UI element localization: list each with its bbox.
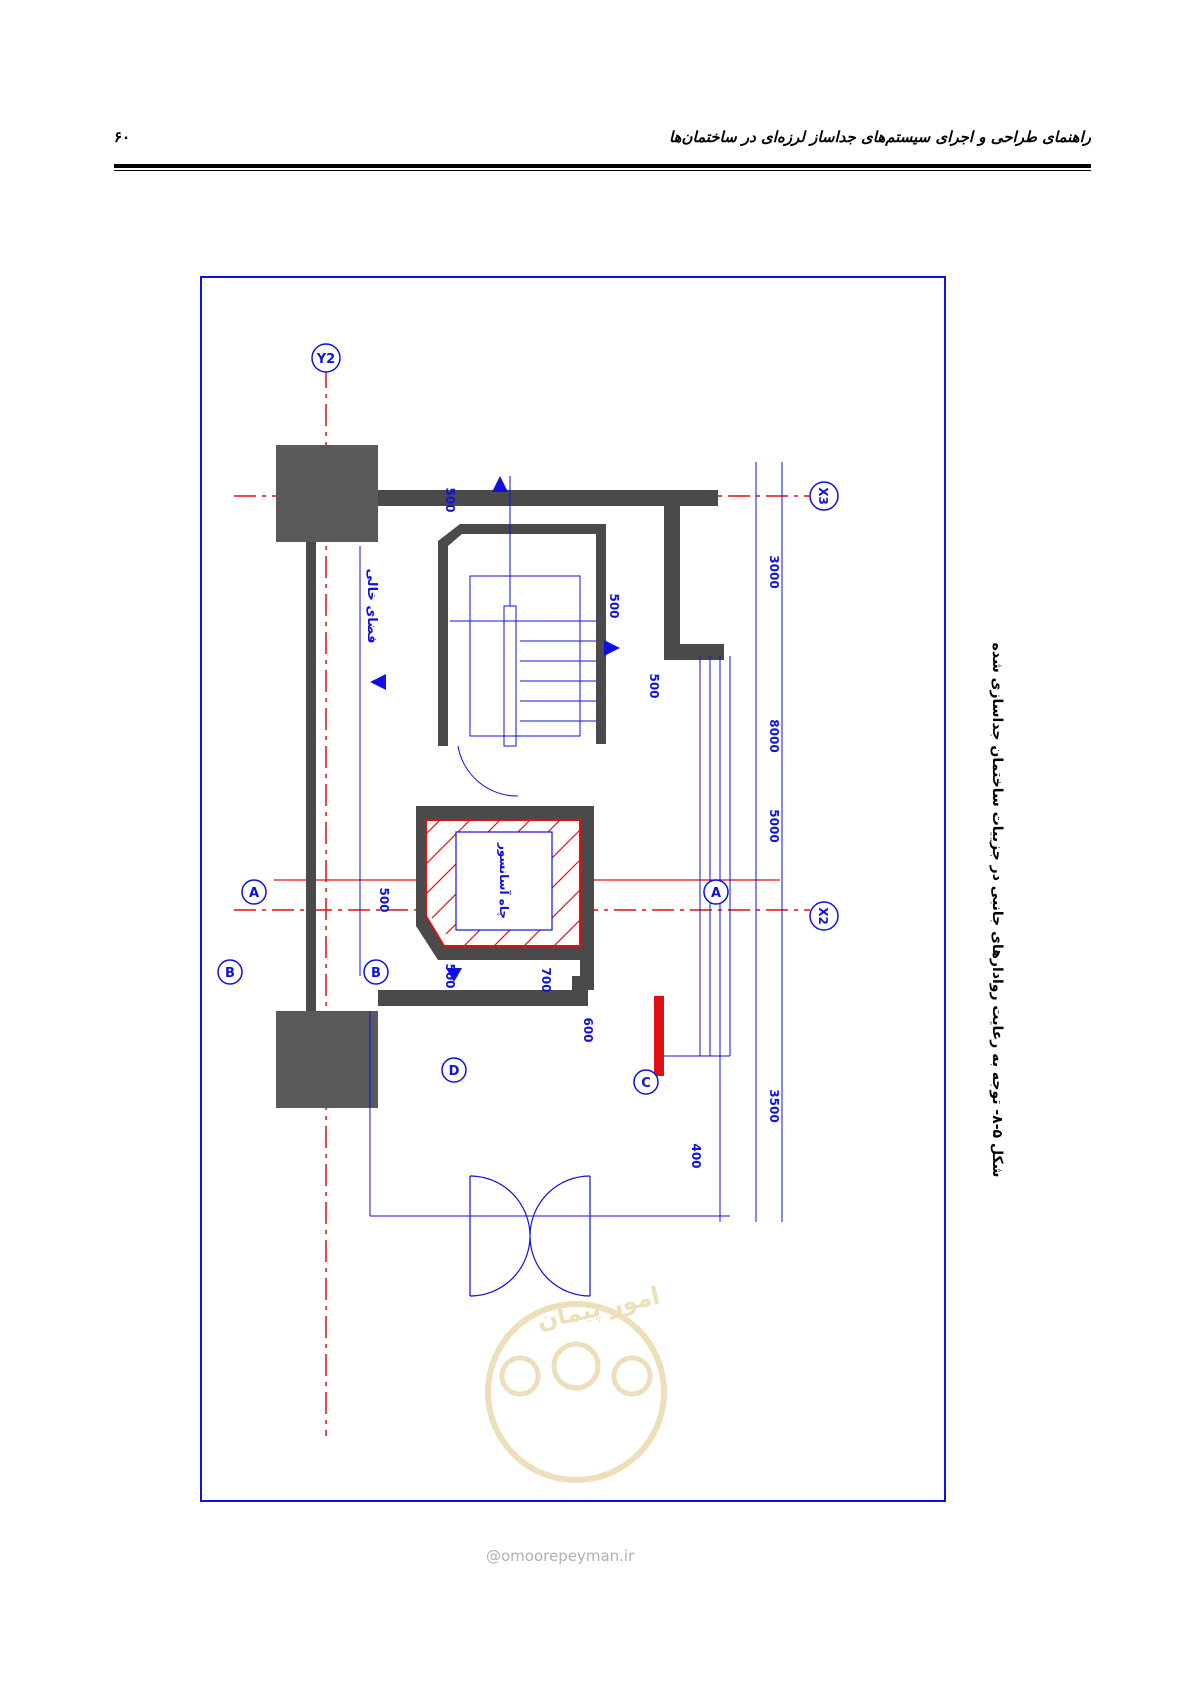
section-marker-b-right: B [363,959,389,985]
figure-caption-text: شکل ۵-۸- توجه به رعایت روادارهای جانبی د… [989,642,1005,1178]
dim-700: 700 [539,967,553,992]
grid-bubble-x3: X3 [809,481,839,511]
section-marker-c: C [633,1069,659,1095]
wall-top [378,490,718,506]
dim-400: 400 [689,1143,703,1168]
elevator-car [455,831,553,931]
dim-500-landing: 500 [647,673,661,698]
dim-500-bottom: 500 [443,963,457,988]
page-header: راهنمای طراحی و اجرای سیستم‌های جداساز ل… [114,128,1091,168]
gap-arrows [370,476,620,982]
wall-landing [664,644,724,660]
dim-3000: 3000 [767,555,781,588]
svg-text:C: C [641,1076,651,1091]
stair-flights [450,476,596,797]
wall-left [306,542,316,1011]
figure-frame [200,276,946,1502]
section-marker-a-right: A [703,879,729,905]
dim-500-left: 500 [377,887,391,912]
section-marker-a-left: A [241,879,267,905]
entrance-doors [469,1175,591,1297]
label-x2: X2 [816,907,830,925]
dim-8000: 8000 [767,719,781,752]
isolated-building-plan-figure: Y2 X3 X2 A A B B C D 3000 8000 5000 3500… [200,276,946,1502]
stair-core-walls [438,524,606,746]
section-marker-b-left: B [217,959,243,985]
note-empty-space: فضای خالی [364,569,379,644]
watermark-logo-text: امور پیمان [534,1282,662,1335]
column-top [276,445,378,542]
grid-bubble-y2: Y2 [311,343,341,373]
svg-text:A: A [711,886,721,901]
header-rule-thick [114,164,1091,168]
wall-bottom [378,990,584,1006]
figure-caption: شکل ۵-۸- توجه به رعایت روادارهای جانبی د… [982,600,1012,1220]
svg-text:D: D [449,1064,460,1079]
svg-text:B: B [225,966,235,981]
dim-600: 600 [581,1017,595,1042]
dim-500-stair: 500 [607,593,621,618]
page-number: ۶۰ [114,128,131,146]
label-y2: Y2 [316,352,335,367]
dim-500-top: 500 [443,487,457,512]
note-elevator-shaft: چاه آسانسور [496,842,512,919]
dim-3500: 3500 [767,1089,781,1122]
elevator-shaft-walls [416,806,594,990]
dimension-lines [359,462,783,1222]
grid-bubble-x2: X2 [809,901,839,931]
column-bottom [276,1011,378,1108]
header-rule-thin [114,170,1091,171]
watermark-logo: امور پیمان [485,1282,667,1483]
section-marker-d: D [441,1057,467,1083]
svg-text:A: A [249,886,259,901]
svg-text:B: B [371,966,381,981]
wall-top-right [664,490,680,660]
dim-5000: 5000 [767,809,781,842]
running-title: راهنمای طراحی و اجرای سیستم‌های جداساز ل… [669,128,1091,146]
label-x3: X3 [816,487,830,505]
seismic-gap-detail-c [654,996,664,1076]
watermark-url: @omoorepeyman.ir [486,1547,635,1565]
